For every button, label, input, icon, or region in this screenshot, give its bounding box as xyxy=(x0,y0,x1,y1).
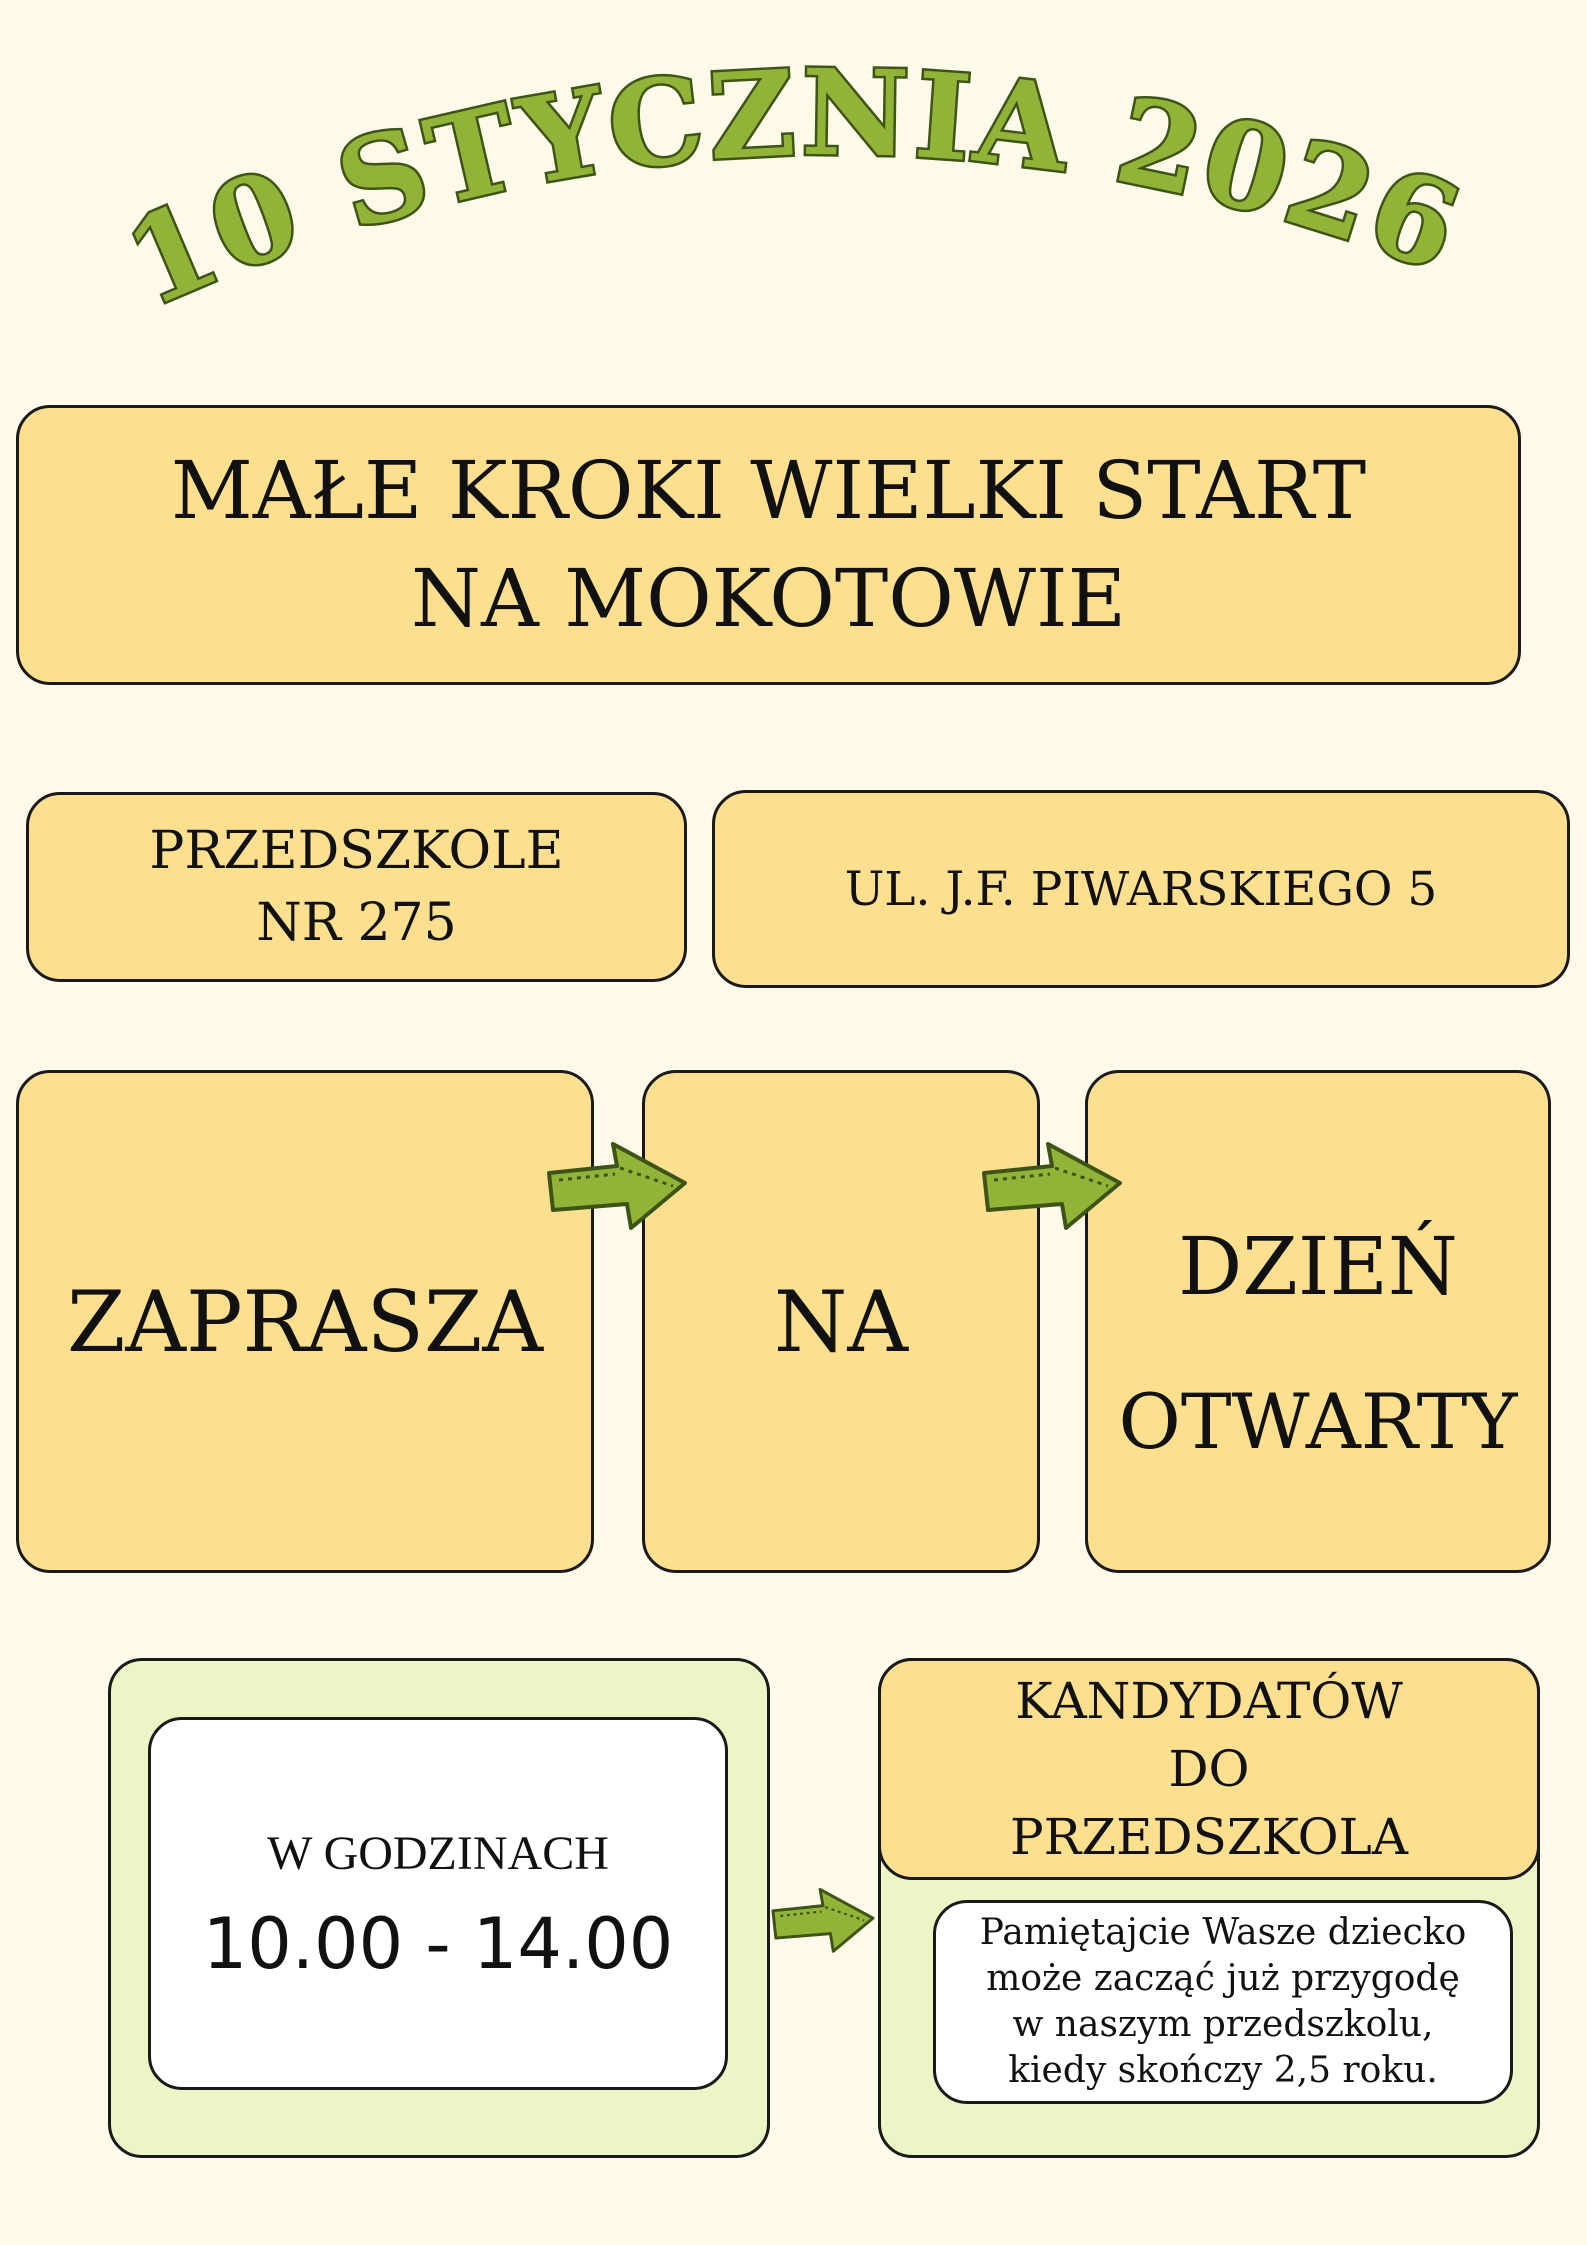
address-text: UL. J.F. PIWARSKIEGO 5 xyxy=(844,861,1438,917)
note-line-4: kiedy skończy 2,5 roku. xyxy=(1008,2050,1438,2091)
open-day-line-1: DZIEŃ xyxy=(1178,1219,1458,1313)
to-box: NA xyxy=(642,1070,1040,1573)
arrow-right-icon xyxy=(547,1142,687,1230)
title-box: MAŁE KROKI WIELKI START NA MOKOTOWIE xyxy=(16,405,1521,685)
note-line-2: może zacząć już przygodę xyxy=(986,1958,1460,1999)
title-line-1: MAŁE KROKI WIELKI START xyxy=(170,444,1367,537)
arrow-right-icon xyxy=(982,1142,1122,1230)
invite-text: ZAPRASZA xyxy=(66,1272,544,1371)
open-day-line-2: OTWARTY xyxy=(1118,1376,1518,1466)
candidates-line-1: KANDYDATÓW xyxy=(1015,1672,1403,1730)
school-name: PRZEDSZKOLE xyxy=(149,821,564,881)
note-line-1: Pamiętajcie Wasze dziecko xyxy=(979,1912,1467,1953)
note-line-3: w naszym przedszkolu, xyxy=(1012,2004,1434,2045)
hours-value: 10.00 - 14.00 xyxy=(202,1902,674,1985)
address-box: UL. J.F. PIWARSKIEGO 5 xyxy=(712,790,1570,988)
svg-text:10 STYCZNIA 2026: 10 STYCZNIA 2026 xyxy=(107,43,1480,334)
hours-label: W GODZINACH xyxy=(267,1826,609,1880)
date-heading-arc: 10 STYCZNIA 2026 xyxy=(105,40,1480,336)
arrow-right-icon xyxy=(771,1887,875,1953)
to-text: NA xyxy=(773,1272,909,1371)
candidates-line-3: PRZEDSZKOLA xyxy=(1010,1808,1408,1866)
candidates-line-2: DO xyxy=(1168,1740,1250,1798)
hours-card: W GODZINACH 10.00 - 14.00 xyxy=(148,1717,728,2090)
invite-box: ZAPRASZA xyxy=(16,1070,594,1573)
school-number: NR 275 xyxy=(256,893,457,953)
open-day-box: DZIEŃ OTWARTY xyxy=(1085,1070,1551,1573)
candidates-box: KANDYDATÓW DO PRZEDSZKOLA xyxy=(878,1658,1540,1880)
title-line-2: NA MOKOTOWIE xyxy=(410,552,1127,645)
school-box: PRZEDSZKOLE NR 275 xyxy=(26,792,687,982)
date-heading-text: 10 STYCZNIA 2026 xyxy=(105,40,1479,336)
note-card: Pamiętajcie Wasze dziecko może zacząć ju… xyxy=(933,1900,1513,2104)
